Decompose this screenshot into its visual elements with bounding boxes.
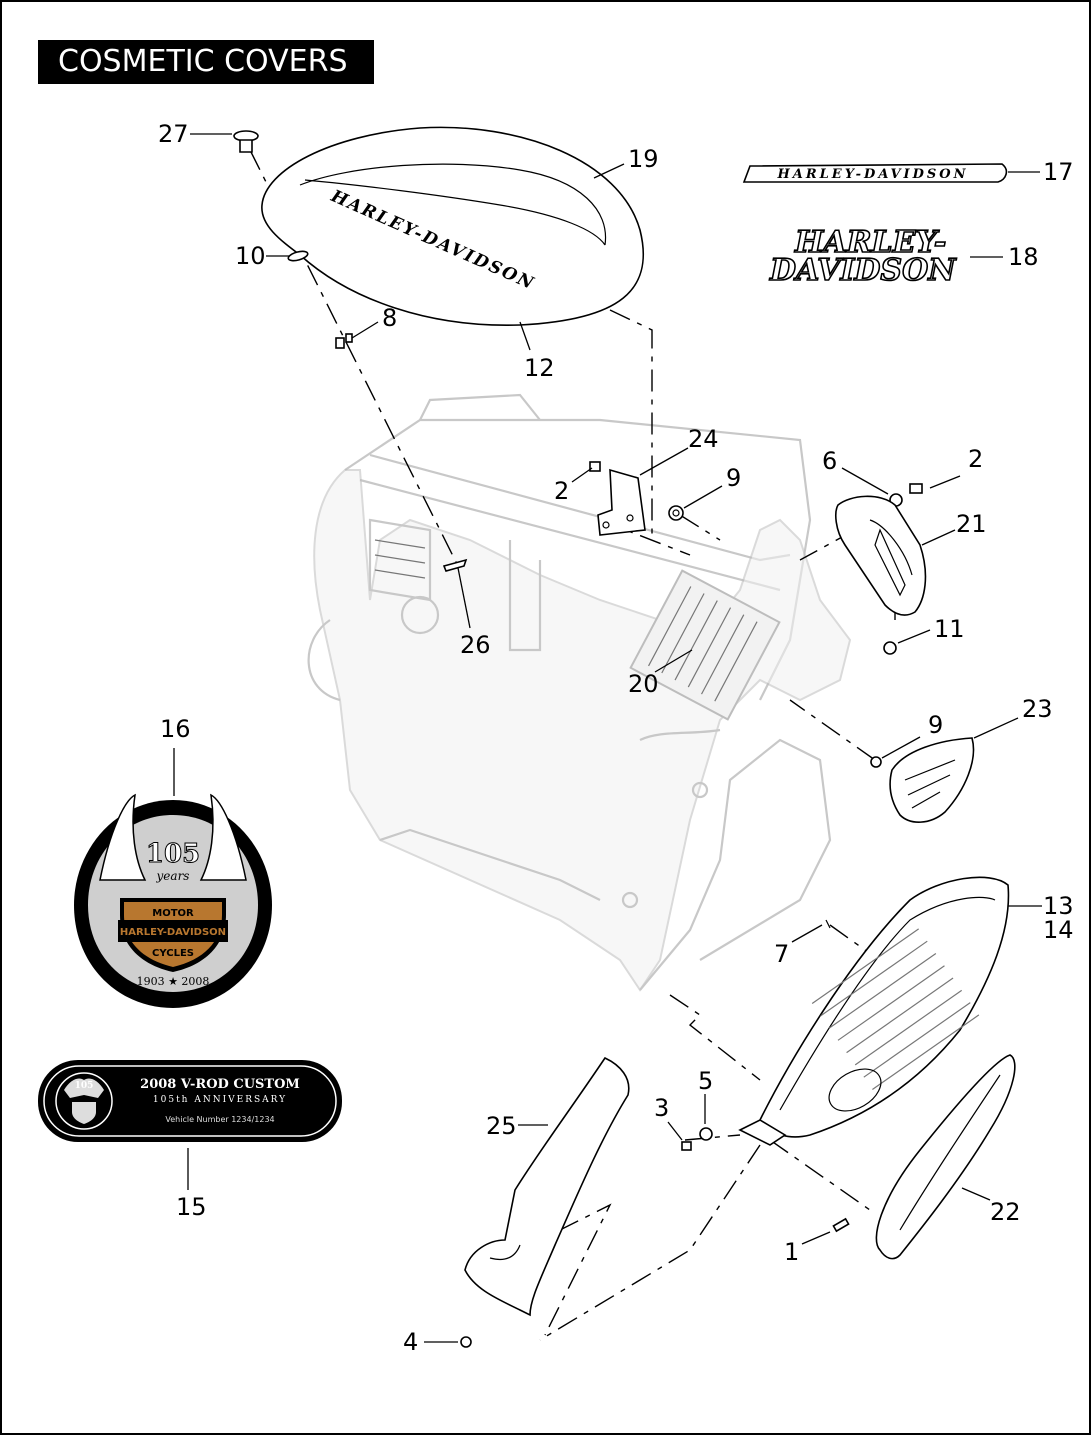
callout-4: 4: [403, 1328, 418, 1356]
callout-2-right: 2: [968, 445, 983, 473]
callout-8: 8: [382, 304, 397, 332]
plaque-badge: 105: [75, 1081, 94, 1091]
plaque-line3: Vehicle Number 1234/1234: [165, 1115, 274, 1124]
shield-middle-text: HARLEY-DAVIDSON: [120, 927, 226, 938]
emblem-17-text: HARLEY-DAVIDSON: [776, 167, 968, 182]
plaque-part-15: 105 2008 V-ROD CUSTOM 105th ANNIVERSARY …: [38, 1060, 342, 1142]
screw-4: [460, 1336, 472, 1348]
callout-18: 18: [1008, 243, 1039, 271]
trim-part-22: [875, 1054, 1016, 1260]
plaque-line1: 2008 V-ROD CUSTOM: [140, 1077, 300, 1092]
callout-22: 22: [990, 1198, 1021, 1226]
tank-cover-part-19: HARLEY-DAVIDSON: [261, 126, 645, 327]
callout-14: 14: [1043, 916, 1074, 944]
clip-8: [335, 333, 353, 349]
callout-5: 5: [698, 1067, 713, 1095]
emblem-18-line1: HARLEY-: [794, 225, 946, 260]
fastener-27: [233, 130, 259, 153]
emblem-part-18: HARLEY- DAVIDSON: [768, 224, 958, 289]
shield-top-text: MOTOR: [152, 908, 194, 919]
callout-24: 24: [688, 425, 719, 453]
callout-23: 23: [1022, 695, 1053, 723]
callout-15: 15: [176, 1193, 207, 1221]
pin-7: [825, 919, 831, 929]
callout-9-lower: 9: [928, 711, 943, 739]
screw-1: [832, 1217, 850, 1233]
bolt-2-upper: [589, 461, 601, 472]
emblem-18-line2: DAVIDSON: [769, 253, 957, 288]
callout-13: 13: [1043, 892, 1074, 920]
callout-26: 26: [460, 631, 491, 659]
callout-20: 20: [628, 670, 659, 698]
callout-1: 1: [784, 1238, 799, 1266]
callout-17: 17: [1043, 158, 1074, 186]
clip-10: [287, 250, 309, 262]
callout-9-upper: 9: [726, 464, 741, 492]
motorcycle-frame: [307, 393, 852, 992]
plaque-line2: 105th ANNIVERSARY: [153, 1095, 287, 1105]
bracket-24: [597, 468, 646, 536]
callout-21: 21: [956, 510, 987, 538]
nut-9-lower: [870, 756, 882, 768]
medallion-part-16: 105 years MOTOR HARLEY-DAVIDSON CYCLES 1…: [74, 793, 272, 1008]
clip-26: [442, 558, 468, 572]
side-cover-part-21: [835, 495, 927, 616]
callout-7: 7: [774, 940, 789, 968]
callout-10: 10: [235, 242, 266, 270]
callout-11: 11: [934, 615, 965, 643]
emblem-part-17: HARLEY-DAVIDSON: [742, 163, 1008, 183]
nut-11: [883, 641, 897, 655]
shield-bottom-text: CYCLES: [152, 948, 194, 959]
washer-5: [699, 1127, 713, 1141]
callout-6: 6: [822, 447, 837, 475]
callout-16: 16: [160, 715, 191, 743]
bolt-3: [681, 1141, 692, 1151]
leader-lines: [173, 133, 1042, 1343]
cover-part-23: [889, 737, 975, 823]
callout-27: 27: [158, 120, 189, 148]
bolt-2-right: [909, 483, 923, 494]
callout-25: 25: [486, 1112, 517, 1140]
callout-19: 19: [628, 145, 659, 173]
callout-3: 3: [654, 1094, 669, 1122]
lower-cover-part-25: [464, 1056, 630, 1317]
medallion-number: 105: [146, 839, 200, 869]
callout-labels: 27 19 17 10 18 8 12 24 6 2 2 9 21 11 26 …: [158, 120, 1074, 1356]
radiator-cover-part-13-14: [738, 876, 1010, 1146]
callout-2-left: 2: [554, 477, 569, 505]
callout-12: 12: [524, 354, 555, 382]
nut-9-upper: [668, 505, 684, 521]
medallion-word: years: [156, 869, 190, 883]
medallion-years: 1903 ★ 2008: [137, 975, 210, 988]
page-title: COSMETIC COVERS: [38, 40, 374, 84]
